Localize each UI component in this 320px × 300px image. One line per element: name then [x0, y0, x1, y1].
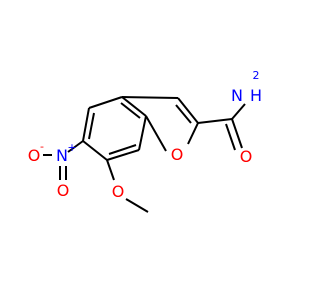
- atom-label-nitro-oxygen-charge: -: [40, 140, 44, 153]
- bond-c3-c2: [177, 97, 199, 124]
- bond-camide-o-inner: [225, 123, 236, 151]
- bond-layer: [43, 96, 246, 213]
- atom-label-nitro-nitrogen: N: [56, 146, 68, 165]
- bond-c7a-c3a: [121, 96, 147, 117]
- bond-c4-c5-inner: [88, 112, 95, 140]
- atom-label-amide-h-subscript: 2: [253, 69, 260, 82]
- atom-label-furan-oxygen: O: [171, 145, 184, 164]
- molecule-drawing: N H 2 O O N + O - O O: [28, 69, 262, 213]
- atom-label-nitro-oxygen-bottom: O: [57, 181, 70, 200]
- bond-c5-c6: [82, 140, 108, 161]
- atom-label-amide-h: H: [250, 86, 262, 105]
- atom-label-nitro-charge: +: [67, 141, 76, 154]
- bond-c3a-c4: [88, 96, 123, 109]
- atom-label-layer: N H 2 O O N + O - O O: [28, 69, 262, 201]
- bond-camide-o: [231, 118, 243, 149]
- bond-c5-n: [67, 140, 84, 153]
- bond-c7a-c3a-inner: [120, 102, 141, 119]
- bond-c2-camide: [197, 118, 233, 124]
- structure-canvas: N H 2 O O N + O - O O: [28, 69, 262, 213]
- atom-label-nitro-oxygen-left: O: [28, 146, 41, 165]
- bond-o1-c7a: [145, 115, 167, 152]
- bond-o-ch3: [125, 198, 149, 213]
- bond-c3a-c3: [121, 96, 179, 99]
- bond-c2-o1: [187, 122, 199, 145]
- atom-label-methoxy-oxygen: O: [112, 182, 125, 201]
- bond-camide-n: [231, 103, 246, 120]
- bond-c3-c2-inner: [175, 104, 192, 124]
- atom-label-amide-nitrogen: N: [231, 86, 243, 105]
- bond-c4-c5: [82, 107, 90, 142]
- bond-c6-o: [106, 159, 115, 181]
- bond-c6-c7: [106, 149, 140, 161]
- bond-c6-c7-inner: [108, 144, 137, 155]
- bond-c7-c7a: [138, 115, 147, 151]
- atom-label-carbonyl-oxygen: O: [240, 147, 253, 166]
